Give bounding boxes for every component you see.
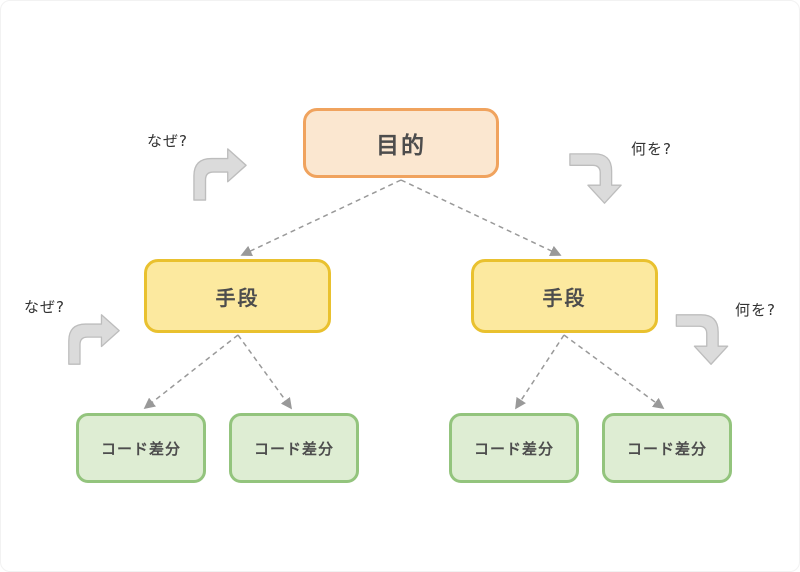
bent-up-right-arrow-icon (193, 148, 247, 201)
bent-down-arrow-icon (569, 153, 622, 204)
node-means-right: 手段 (471, 259, 658, 333)
bent-down-arrow-icon (675, 314, 729, 365)
node-code-diff-4-label: コード差分 (626, 439, 707, 458)
node-code-diff-1: コード差分 (76, 413, 206, 483)
connector-meansleft-diff2 (237, 334, 292, 410)
node-code-diff-4: コード差分 (602, 413, 732, 483)
node-means-left-label: 手段 (215, 285, 260, 310)
what-label-top: 何を? (631, 140, 672, 158)
connector-meansright-diff4 (563, 334, 665, 410)
node-means-right-label: 手段 (542, 285, 587, 310)
node-purpose: 目的 (303, 108, 499, 178)
node-means-left: 手段 (144, 259, 331, 333)
node-code-diff-3-label: コード差分 (473, 439, 554, 458)
connector-purpose-means-right (400, 179, 562, 257)
why-label-bottom: なぜ? (24, 298, 65, 316)
connector-meansright-diff3 (515, 334, 565, 410)
bent-up-right-arrow-icon (68, 314, 120, 365)
node-code-diff-2-label: コード差分 (253, 439, 334, 458)
connector-purpose-means-left (240, 179, 402, 257)
node-purpose-label: 目的 (376, 133, 426, 159)
what-label-bottom: 何を? (735, 301, 776, 319)
node-code-diff-2: コード差分 (229, 413, 359, 483)
node-code-diff-3: コード差分 (449, 413, 579, 483)
node-code-diff-1-label: コード差分 (100, 439, 181, 458)
connector-meansleft-diff1 (143, 334, 239, 410)
why-label-top: なぜ? (147, 132, 188, 150)
